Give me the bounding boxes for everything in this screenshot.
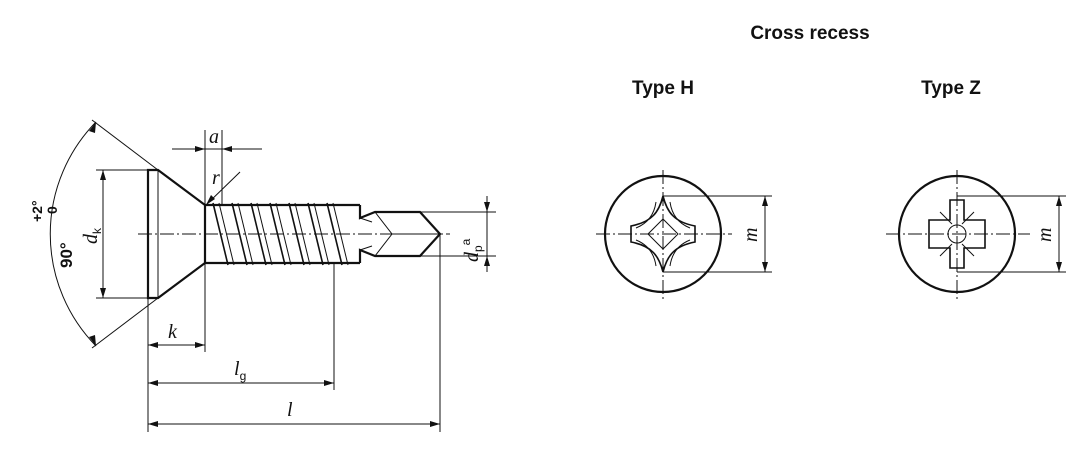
dim-label-lg: lg	[234, 358, 246, 383]
dimension-angle: 90° +2° 0	[29, 119, 159, 349]
angle-tolerance-upper: +2°	[29, 200, 45, 222]
type-z-recess: m	[886, 170, 1066, 300]
dimension-lg: lg	[148, 263, 335, 390]
dimension-r: r	[205, 167, 241, 206]
dim-label-m-z: m	[1034, 228, 1056, 242]
type-z-heading: Type Z	[921, 78, 981, 99]
thread-lines	[212, 202, 349, 266]
type-z-cross	[928, 199, 986, 269]
dim-label-m-h: m	[740, 228, 762, 242]
dim-label-dp: dpa	[459, 238, 485, 262]
angle-tolerance-lower: 0	[44, 206, 60, 214]
type-h-heading: Type H	[632, 78, 694, 99]
dimension-a: a	[172, 126, 262, 205]
dim-label-k: k	[168, 321, 178, 343]
dim-label-r: r	[212, 167, 220, 189]
dimension-l: l	[148, 234, 441, 432]
angle-label: 90°	[57, 242, 76, 268]
cross-recess-heading: Cross recess	[750, 23, 869, 44]
dim-label-a: a	[209, 126, 219, 148]
dim-label-l: l	[287, 399, 293, 421]
screw-side-view	[138, 168, 450, 300]
dim-label-dk: dk	[80, 227, 104, 244]
dimension-k: k	[147, 263, 206, 432]
type-h-recess: m	[596, 170, 772, 300]
dimension-dp: dpa	[420, 196, 496, 272]
dimension-dk: dk	[80, 169, 148, 299]
